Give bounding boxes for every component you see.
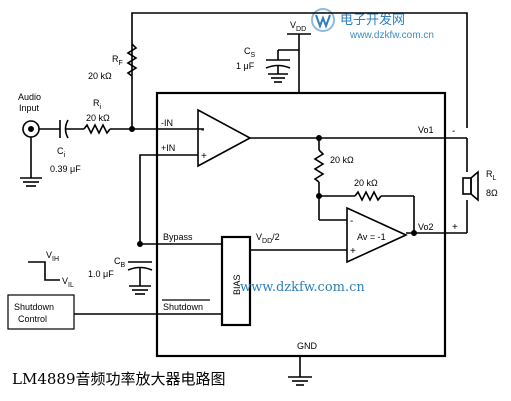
center-watermark-url: www.dzkfw.com.cn [240, 280, 365, 295]
ri-label: Ri [93, 98, 102, 111]
gnd-symbol-input [20, 177, 42, 187]
vil-label: VIL [62, 276, 74, 289]
shutdown-control-block [7, 294, 75, 330]
rf-resistor [126, 43, 138, 77]
av-label: Av = -1 [357, 232, 386, 242]
cs-label: CS [244, 46, 256, 59]
junction-vo2 [411, 230, 417, 236]
diagram-caption: LM4889音频功率放大器电路图 [12, 370, 226, 388]
shutdown-pin-label: Shutdown [163, 302, 203, 312]
shutdown-ctrl-label-2: Control [18, 314, 47, 324]
ri-resistor [83, 123, 111, 135]
vo2-label: Vo2 [418, 222, 434, 232]
bias-label: BIAS [232, 274, 242, 295]
ri-value: 20 kΩ [86, 113, 110, 123]
cs-value: 1 μF [236, 61, 255, 71]
audio-input-label-1: Audio [18, 92, 41, 102]
opamp2-plus: + [350, 246, 356, 257]
vdd2-label: VDD/2 [256, 232, 280, 245]
cb-label: CB [114, 256, 126, 269]
opamp1-plus: + [201, 151, 207, 162]
gnd-symbol-cb [129, 285, 151, 295]
junction-minus-in [129, 126, 135, 132]
chip-outline [155, 91, 447, 358]
cb-value: 1.0 μF [88, 269, 114, 279]
cs-capacitor [265, 59, 291, 69]
watermark-title: 电子开发网 [340, 12, 405, 28]
vih-label: VIH [46, 250, 59, 263]
rf-value: 20 kΩ [88, 71, 112, 81]
bias-block [220, 235, 252, 327]
shutdown-ctrl-label-1: Shutdown [14, 302, 54, 312]
r-fb2-resistor [354, 190, 382, 202]
minus-in-label: -IN [161, 118, 173, 128]
rl-label: RL [486, 169, 497, 182]
r-fb1-resistor [313, 149, 325, 183]
vdd-label: VDD [290, 20, 306, 33]
audio-input-jack [22, 120, 40, 138]
ci-value: 0.39 μF [50, 164, 81, 174]
gnd-label: GND [297, 341, 318, 351]
opamp-1 [197, 108, 252, 168]
junction-bypass [137, 241, 143, 247]
r-fb1-value: 20 kΩ [330, 155, 354, 165]
gnd-symbol-cs [268, 73, 288, 83]
rl-value: 8Ω [486, 188, 498, 198]
bypass-label: Bypass [163, 232, 193, 242]
watermark-logo [311, 8, 335, 32]
audio-input-label-2: Input [19, 103, 40, 113]
cb-capacitor [127, 261, 153, 271]
opamp-2 [346, 206, 408, 264]
shutdown-waveform [28, 261, 60, 281]
watermark-url: www.dzkfw.com.cn [349, 30, 434, 41]
vo1-label: Vo1 [418, 125, 434, 135]
ci-label: Ci [57, 146, 66, 159]
r-fb2-value: 20 kΩ [354, 178, 378, 188]
opamp2-minus: - [350, 216, 353, 227]
plus-in-label: +IN [161, 143, 175, 153]
vo2-sign: + [452, 222, 458, 233]
gnd-symbol-chip [288, 376, 312, 386]
ci-capacitor [59, 119, 69, 139]
vo1-sign: - [452, 126, 455, 137]
speaker-rl [462, 170, 479, 202]
opamp1-minus: - [201, 125, 204, 136]
rf-label: RF [112, 54, 123, 67]
